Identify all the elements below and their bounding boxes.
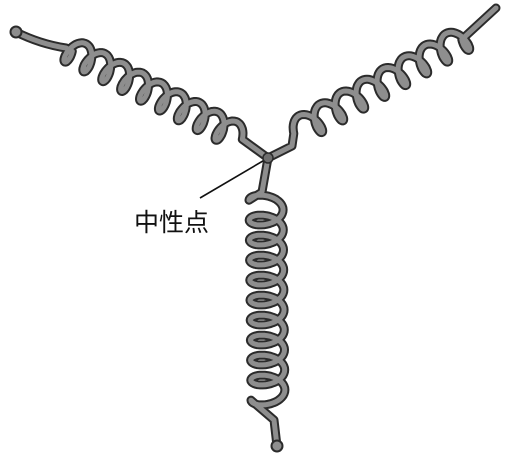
coil-group [11,8,497,452]
bottom-coil [249,158,285,446]
left-coil-terminal [11,27,22,38]
neutral-point-label: 中性点 [134,208,209,238]
right-coil [268,8,496,158]
left-coil [16,32,268,158]
neutral-point-dot [263,153,273,163]
bottom-coil-terminal [272,441,283,452]
